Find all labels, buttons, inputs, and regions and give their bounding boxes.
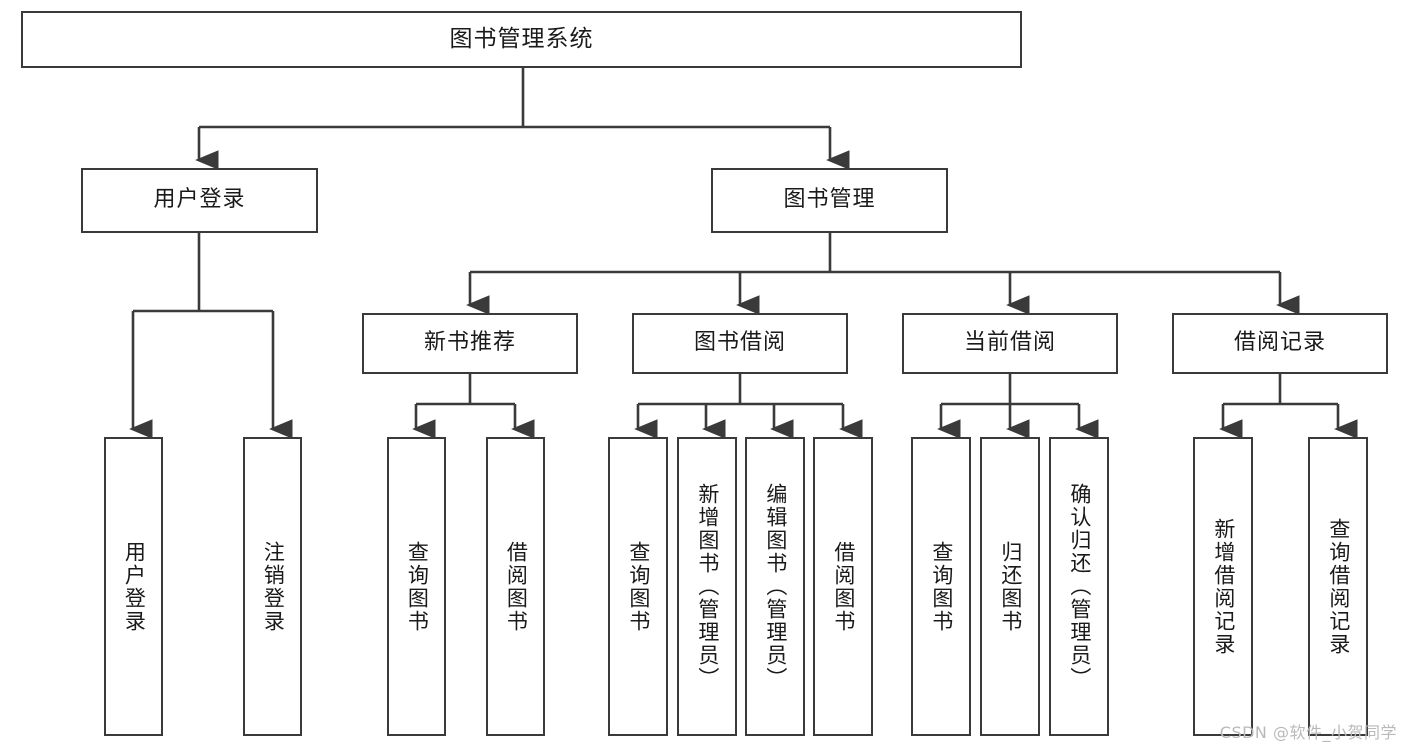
leaf-borrow-add-book-admin[interactable]: 新增图书（管理员） — [677, 437, 737, 736]
node-label: 用户登录 — [153, 187, 246, 213]
node-label: 注销登录 — [261, 540, 286, 633]
node-label: 归还图书 — [998, 540, 1023, 633]
node-label: 确认归还（管理员） — [1067, 483, 1092, 690]
node-label: 查询图书 — [405, 540, 430, 633]
leaf-record-add-record[interactable]: 新增借阅记录 — [1193, 437, 1253, 736]
leaf-current-return-book[interactable]: 归还图书 — [980, 437, 1040, 736]
leaf-recommend-borrow-book[interactable]: 借阅图书 — [486, 437, 545, 736]
leaf-current-confirm-return-admin[interactable]: 确认归还（管理员） — [1049, 437, 1109, 736]
node-label: 新增图书（管理员） — [695, 483, 720, 690]
node-label: 编辑图书（管理员） — [763, 483, 788, 690]
node-label: 用户登录 — [122, 540, 147, 633]
node-label: 查询图书 — [929, 540, 954, 633]
node-label: 图书借阅 — [693, 330, 786, 356]
leaf-borrow-borrow-book[interactable]: 借阅图书 — [813, 437, 873, 736]
node-label: 新书推荐 — [423, 330, 516, 356]
leaf-borrow-query-book[interactable]: 查询图书 — [608, 437, 668, 736]
leaf-recommend-query-book[interactable]: 查询图书 — [387, 437, 446, 736]
node-label: 借阅图书 — [831, 540, 856, 633]
node-label: 借阅记录 — [1233, 330, 1326, 356]
node-label: 图书管理 — [783, 187, 876, 213]
node-current-borrow[interactable]: 当前借阅 — [902, 313, 1118, 374]
leaf-borrow-edit-book-admin[interactable]: 编辑图书（管理员） — [745, 437, 805, 736]
node-new-book-recommend[interactable]: 新书推荐 — [362, 313, 578, 374]
leaf-user-login[interactable]: 用户登录 — [104, 437, 163, 736]
node-label: 新增借阅记录 — [1211, 517, 1236, 656]
node-user-login[interactable]: 用户登录 — [81, 168, 318, 233]
node-label: 借阅图书 — [504, 540, 529, 633]
leaf-current-query-book[interactable]: 查询图书 — [911, 437, 971, 736]
node-book-management[interactable]: 图书管理 — [711, 168, 948, 233]
node-label: 图书管理系统 — [449, 25, 594, 52]
leaf-user-logout[interactable]: 注销登录 — [243, 437, 302, 736]
leaf-record-query-record[interactable]: 查询借阅记录 — [1308, 437, 1368, 736]
node-label: 查询图书 — [626, 540, 651, 633]
node-label: 当前借阅 — [963, 330, 1056, 356]
node-borrow-record[interactable]: 借阅记录 — [1172, 313, 1388, 374]
node-book-borrow[interactable]: 图书借阅 — [632, 313, 848, 374]
node-label: 查询借阅记录 — [1326, 517, 1351, 656]
node-root-system[interactable]: 图书管理系统 — [21, 11, 1022, 68]
watermark-text: CSDN @软件_小贺同学 — [1219, 723, 1397, 742]
